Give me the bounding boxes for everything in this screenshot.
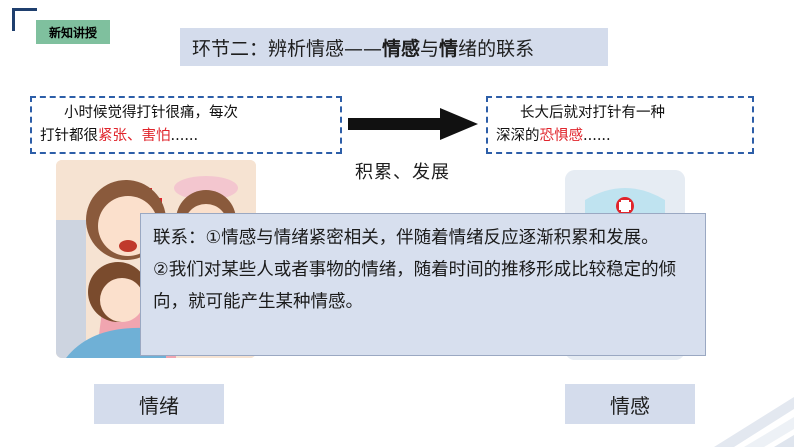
- adulthood-line1: 长大后就对打针有一种: [520, 105, 665, 121]
- adulthood-emphasis: 恐惧感: [539, 128, 584, 144]
- feeling-label: 情感: [565, 384, 695, 424]
- connection-explanation-panel: 联系：①情感与情绪紧密相关，伴随着情绪反应逐渐积累和发展。 ②我们对某些人或者事…: [140, 213, 706, 356]
- connection-point-1: 联系：①情感与情绪紧密相关，伴随着情绪反应逐渐积累和发展。: [153, 228, 659, 248]
- childhood-line2-a: 打针都很: [40, 128, 98, 144]
- corner-stripes-decoration: [714, 397, 794, 447]
- childhood-emphasis: 紧张、害怕: [98, 128, 171, 144]
- adulthood-box: 长大后就对打针有一种 深深的恐惧感......: [486, 96, 754, 154]
- title-prefix: 环节二：辨析情感——: [192, 37, 383, 60]
- childhood-line1: 小时候觉得打针很痛，每次: [64, 105, 238, 121]
- adulthood-line2: 深深的恐惧感......: [496, 125, 744, 148]
- title-mid: 与: [420, 37, 440, 60]
- adulthood-line2-a: 深深的: [496, 128, 540, 144]
- right-arrow-icon: [348, 108, 478, 140]
- adulthood-ellipsis: ......: [583, 128, 611, 144]
- childhood-box: 小时候觉得打针很痛，每次 打针都很紧张、害怕......: [30, 96, 342, 154]
- section-tag: 新知讲授: [36, 20, 110, 44]
- connection-point-2: ②我们对某些人或者事物的情绪，随着时间的推移形成比较稳定的倾向，就可能产生某种情…: [153, 260, 677, 312]
- arrow-caption: 积累、发展: [355, 162, 450, 183]
- emotion-label: 情绪: [94, 384, 224, 424]
- slide-title: 环节二：辨析情感——情感与情绪的联系: [180, 28, 608, 66]
- title-bold-feeling: 情: [439, 37, 459, 60]
- title-bold-emotion: 情感: [382, 37, 421, 60]
- childhood-line2: 打针都很紧张、害怕......: [40, 125, 332, 148]
- frame-corner-decoration: [12, 8, 37, 31]
- childhood-ellipsis: ......: [170, 128, 199, 144]
- title-suffix: 绪的联系: [458, 37, 535, 60]
